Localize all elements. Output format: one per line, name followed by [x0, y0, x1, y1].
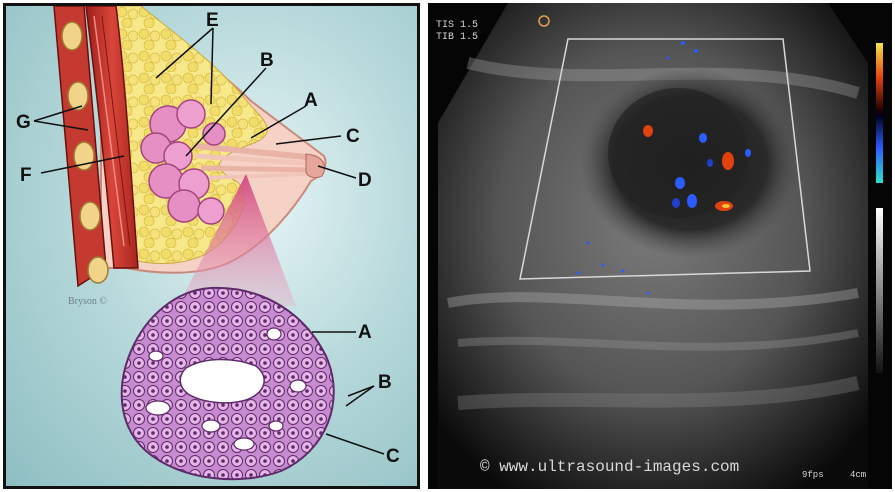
label-a: A	[304, 90, 318, 111]
label-d: D	[358, 170, 372, 191]
label-c-cross-section: C	[386, 446, 400, 467]
label-c: C	[346, 126, 360, 147]
frame-rate-readout: 9fps	[802, 470, 824, 480]
label-b: B	[260, 50, 274, 71]
label-a-cross-section: A	[358, 322, 372, 343]
label-f: F	[20, 165, 32, 186]
lobule-cross-section	[122, 288, 334, 479]
tib-readout: TIB 1.5	[436, 32, 478, 43]
breast-anatomy-illustration: E B A G C F D A B C Bryson ©	[3, 3, 420, 489]
depth-readout: 4cm	[850, 470, 866, 480]
greyscale-bar	[876, 208, 883, 373]
anatomy-drawing: E B A G C F D A B C Bryson ©	[6, 6, 417, 486]
ultrasound-doppler-image: TIS 1.5 TIB 1.5 © www.ultrasound-images.…	[428, 3, 892, 489]
ultrasound-drawing: TIS 1.5 TIB 1.5 © www.ultrasound-images.…	[428, 3, 892, 489]
illustrator-credit: Bryson ©	[68, 296, 107, 307]
label-b-cross-section: B	[378, 372, 392, 393]
tis-readout: TIS 1.5	[436, 20, 478, 31]
watermark-text: © www.ultrasound-images.com	[480, 458, 739, 476]
label-g: G	[16, 112, 31, 133]
label-e: E	[206, 10, 219, 31]
color-velocity-scale	[876, 43, 883, 183]
